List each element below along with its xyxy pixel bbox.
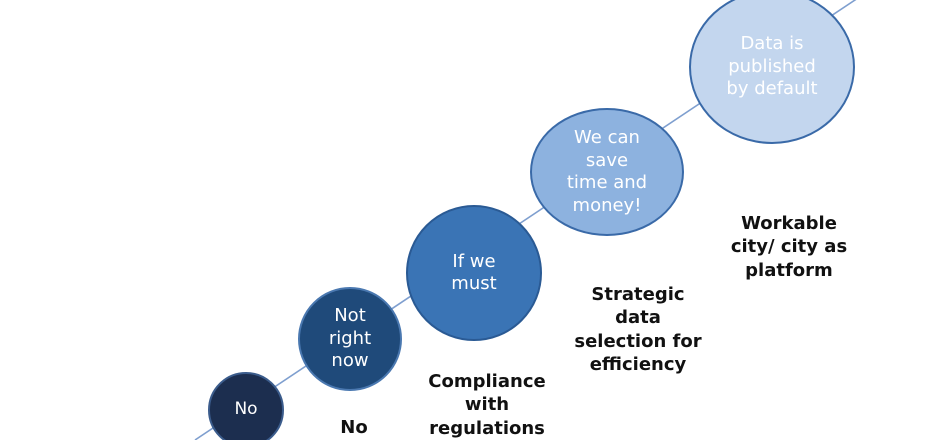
stage-caption-strategic: Strategic data selection for efficiency bbox=[574, 284, 702, 376]
stage-circle-label: Not right now bbox=[328, 305, 372, 372]
stage-caption-no: No bbox=[340, 417, 368, 438]
stage-circle-save-time-money: We can save time and money! bbox=[530, 108, 684, 236]
stage-circle-label: Data is published by default bbox=[726, 33, 818, 100]
stage-circle-not-right-now: Not right now bbox=[298, 287, 402, 391]
stage-caption-workable-city: Workable city/ city as platform bbox=[730, 213, 848, 281]
stage-circle-published-default: Data is published by default bbox=[689, 0, 855, 144]
stage-caption-compliance: Compliance with regulations bbox=[428, 371, 546, 439]
stage-circle-label: No bbox=[234, 399, 258, 420]
stage-circle-if-we-must: If we must bbox=[406, 205, 542, 341]
stage-circle-label: If we must bbox=[451, 250, 497, 295]
stage-circle-label: We can save time and money! bbox=[566, 127, 648, 216]
stage-circle-no: No bbox=[208, 372, 284, 440]
